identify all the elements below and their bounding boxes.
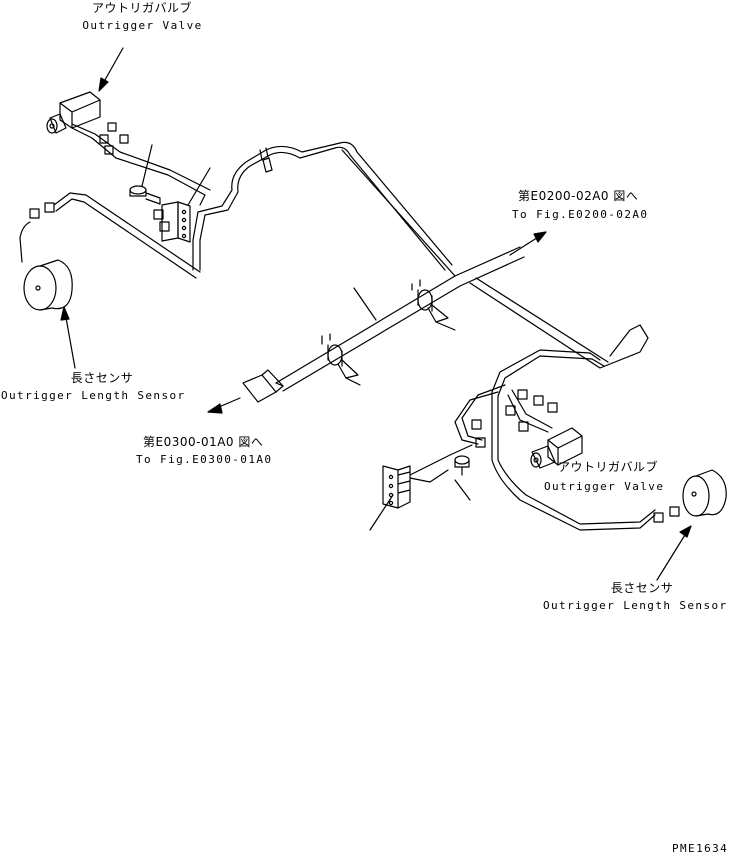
- harness-clamp-upper: [412, 280, 448, 322]
- harness-clamp-lower: [322, 334, 358, 378]
- length-sensor-left: [20, 193, 200, 310]
- arrow-sensor-left: [61, 307, 75, 368]
- harness-end-connector: [243, 370, 283, 402]
- fig-e0200-jp-label: 第E0200-02A0 図へ: [518, 189, 639, 203]
- right-harness: [455, 350, 655, 530]
- bolt-right: [455, 456, 469, 475]
- terminal-block-right: [383, 445, 472, 508]
- harness-clamp-top: [260, 148, 272, 172]
- sensor-left-en-label: Outrigger Length Sensor: [1, 389, 186, 402]
- fig-e0200-en-label: To Fig.E0200-02A0: [512, 208, 649, 221]
- length-sensor-right: [683, 470, 726, 516]
- valve-top-en-label: Outrigger Valve: [82, 19, 203, 32]
- fig-e0300-en-label: To Fig.E0300-01A0: [136, 453, 273, 466]
- sensor-left-jp-label: 長さセンサ: [70, 371, 134, 385]
- terminal-block-top: [154, 202, 190, 242]
- arrow-to-e0300: [208, 398, 240, 413]
- valve-right-jp-label: アウトリガバルブ: [558, 460, 659, 474]
- valve-top-jp-label: アウトリガバルブ: [92, 1, 193, 15]
- main-harness: [193, 142, 648, 391]
- arrow-to-e0200: [510, 232, 546, 255]
- sensor-right-jp-label: 長さセンサ: [610, 581, 674, 595]
- arrow-sensor-right: [657, 526, 691, 580]
- sensor-right-en-label: Outrigger Length Sensor: [543, 599, 728, 612]
- arrow-valve-top: [99, 48, 123, 91]
- leader-lines: [142, 145, 470, 530]
- valve-right-en-label: Outrigger Valve: [544, 480, 665, 493]
- bolt-top: [130, 186, 160, 204]
- connectors-right: [472, 390, 679, 522]
- outrigger-valve-top: [47, 92, 210, 205]
- drawing-code: PME1634: [672, 842, 729, 855]
- outrigger-valve-right: [531, 428, 582, 468]
- fig-e0300-jp-label: 第E0300-01A0 図へ: [143, 435, 264, 449]
